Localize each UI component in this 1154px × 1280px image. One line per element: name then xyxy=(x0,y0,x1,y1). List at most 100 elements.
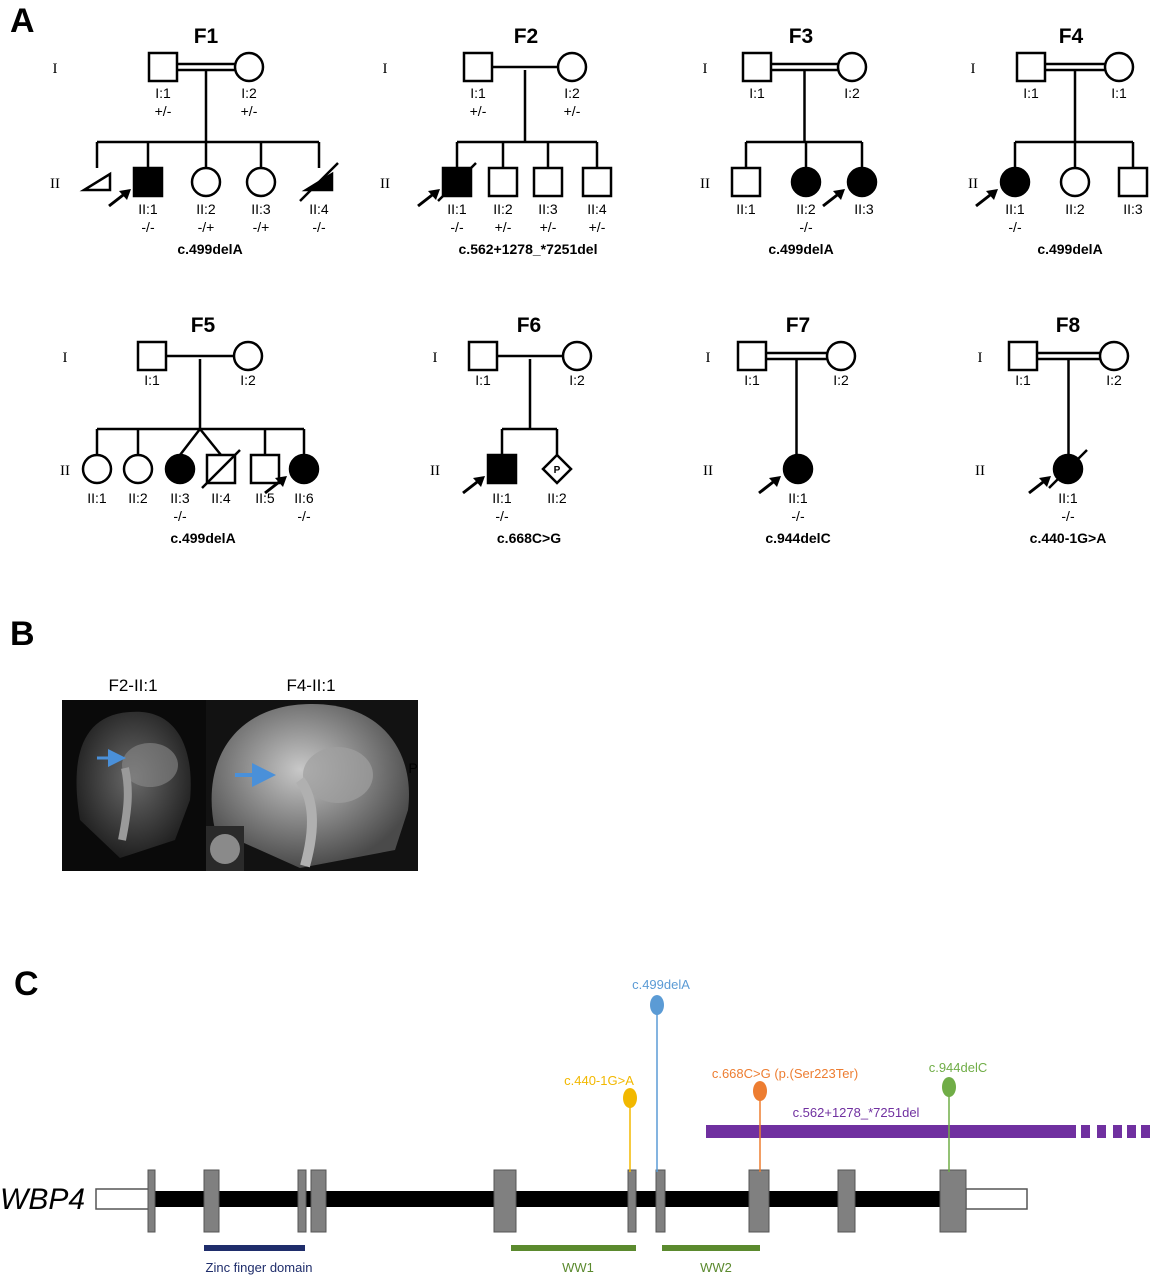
gene-name: WBP4 xyxy=(0,1183,85,1216)
child-id: II:2 xyxy=(796,201,816,217)
proband-arrow xyxy=(462,476,485,495)
parent-id: I:1 xyxy=(1015,372,1031,388)
father-symbol xyxy=(462,51,494,83)
generation-label-ii: II xyxy=(50,176,60,192)
child-genotype: -/- xyxy=(495,508,509,524)
domain-label: WW1 xyxy=(562,1260,594,1275)
exon-2 xyxy=(203,1169,220,1233)
exon-1 xyxy=(147,1169,156,1233)
family-title: F6 xyxy=(517,314,542,337)
child-id: II:1 xyxy=(447,201,467,217)
child-male-symbol xyxy=(249,453,281,485)
family-title: F1 xyxy=(194,25,219,48)
exon-10 xyxy=(939,1169,967,1233)
proband-arrow xyxy=(758,476,781,495)
child-id: II:5 xyxy=(255,490,275,506)
family-title: F3 xyxy=(789,25,814,48)
generation-label-i: I xyxy=(703,61,708,77)
child-id: II:1 xyxy=(138,201,158,217)
proband-arrow-head xyxy=(428,189,440,200)
deletion-label: c.562+1278_*7251del xyxy=(793,1105,920,1120)
child-female-symbol xyxy=(190,166,222,198)
child-genotype: +/- xyxy=(589,219,606,235)
child-id: II:3 xyxy=(1123,201,1143,217)
mother-symbol xyxy=(561,340,593,372)
child-id: II:2 xyxy=(196,201,216,217)
family-title: F8 xyxy=(1056,314,1081,337)
mutation-label: c.944delC xyxy=(929,1060,988,1075)
domain-bar-1 xyxy=(204,1245,305,1251)
child-id: II:3 xyxy=(170,490,190,506)
child-id: II:6 xyxy=(294,490,314,506)
child-female-symbol xyxy=(999,166,1031,198)
generation-label-i: I xyxy=(53,61,58,77)
child-genotype: -/- xyxy=(173,508,187,524)
parent-id: I:2 xyxy=(569,372,585,388)
mother-symbol xyxy=(825,340,857,372)
generation-label-ii: II xyxy=(430,463,440,479)
proband-arrow xyxy=(417,189,440,208)
child-male-symbol xyxy=(1117,166,1149,198)
mutation-marker xyxy=(623,1088,637,1108)
parent-genotype: +/- xyxy=(564,103,581,119)
child-id: II:2 xyxy=(547,490,567,506)
mutation-marker xyxy=(650,995,664,1015)
child-male-symbol xyxy=(132,166,164,198)
father-symbol xyxy=(736,340,768,372)
mutation-label: c.499delA xyxy=(632,977,690,992)
mri-cerebellum xyxy=(122,743,178,787)
variant-label: c.668C>G xyxy=(497,530,561,546)
exon-7 xyxy=(655,1169,666,1233)
proband-arrow-head xyxy=(473,476,485,487)
parent-id: I:2 xyxy=(241,85,257,101)
panel-a-letter: A xyxy=(10,2,35,40)
pregnancy-symbol xyxy=(541,453,573,485)
family-title: F2 xyxy=(514,25,539,48)
mri-label-f4: F4-II:1 xyxy=(286,676,335,695)
parent-id: I:2 xyxy=(240,372,256,388)
parent-id: I:1 xyxy=(1023,85,1039,101)
proband-arrow-head xyxy=(275,476,287,487)
variant-label: c.562+1278_*7251del xyxy=(459,241,598,257)
mri-image-f4: P xyxy=(206,700,418,871)
child-genotype: -/+ xyxy=(253,219,270,235)
father-symbol xyxy=(147,51,179,83)
child-id: II:4 xyxy=(309,201,329,217)
child-id: II:2 xyxy=(1065,201,1085,217)
child-genotype: -/- xyxy=(1008,219,1022,235)
child-male-symbol xyxy=(581,166,613,198)
variant-label: c.499delA xyxy=(170,530,235,546)
proband-arrow xyxy=(975,189,998,208)
variant-label: c.499delA xyxy=(1037,241,1102,257)
child-male-symbol xyxy=(486,453,518,485)
proband-arrow xyxy=(822,189,845,208)
mutation-marker xyxy=(942,1077,956,1097)
child-female-symbol xyxy=(122,453,154,485)
proband-arrow-head xyxy=(119,189,131,200)
child-genotype: +/- xyxy=(540,219,557,235)
proband-arrow xyxy=(264,476,287,495)
child-female-symbol xyxy=(1059,166,1091,198)
parent-id: I:1 xyxy=(475,372,491,388)
mutation-label: c.440-1G>A xyxy=(564,1073,634,1088)
child-female-symbol xyxy=(846,166,878,198)
twin-line xyxy=(179,428,201,456)
generation-label-ii: II xyxy=(975,463,985,479)
proband-arrow xyxy=(1028,476,1051,495)
family-title: F4 xyxy=(1059,25,1084,48)
child-female-symbol xyxy=(782,453,814,485)
child-female-symbol xyxy=(790,166,822,198)
father-symbol xyxy=(467,340,499,372)
proband-arrow-head xyxy=(769,476,781,487)
utr-5prime xyxy=(95,1188,152,1210)
deletion-bar-dash xyxy=(1141,1125,1150,1138)
deletion-bar xyxy=(706,1125,1076,1138)
domain-label: WW2 xyxy=(700,1260,732,1275)
generation-label-ii: II xyxy=(380,176,390,192)
parent-id: I:2 xyxy=(833,372,849,388)
